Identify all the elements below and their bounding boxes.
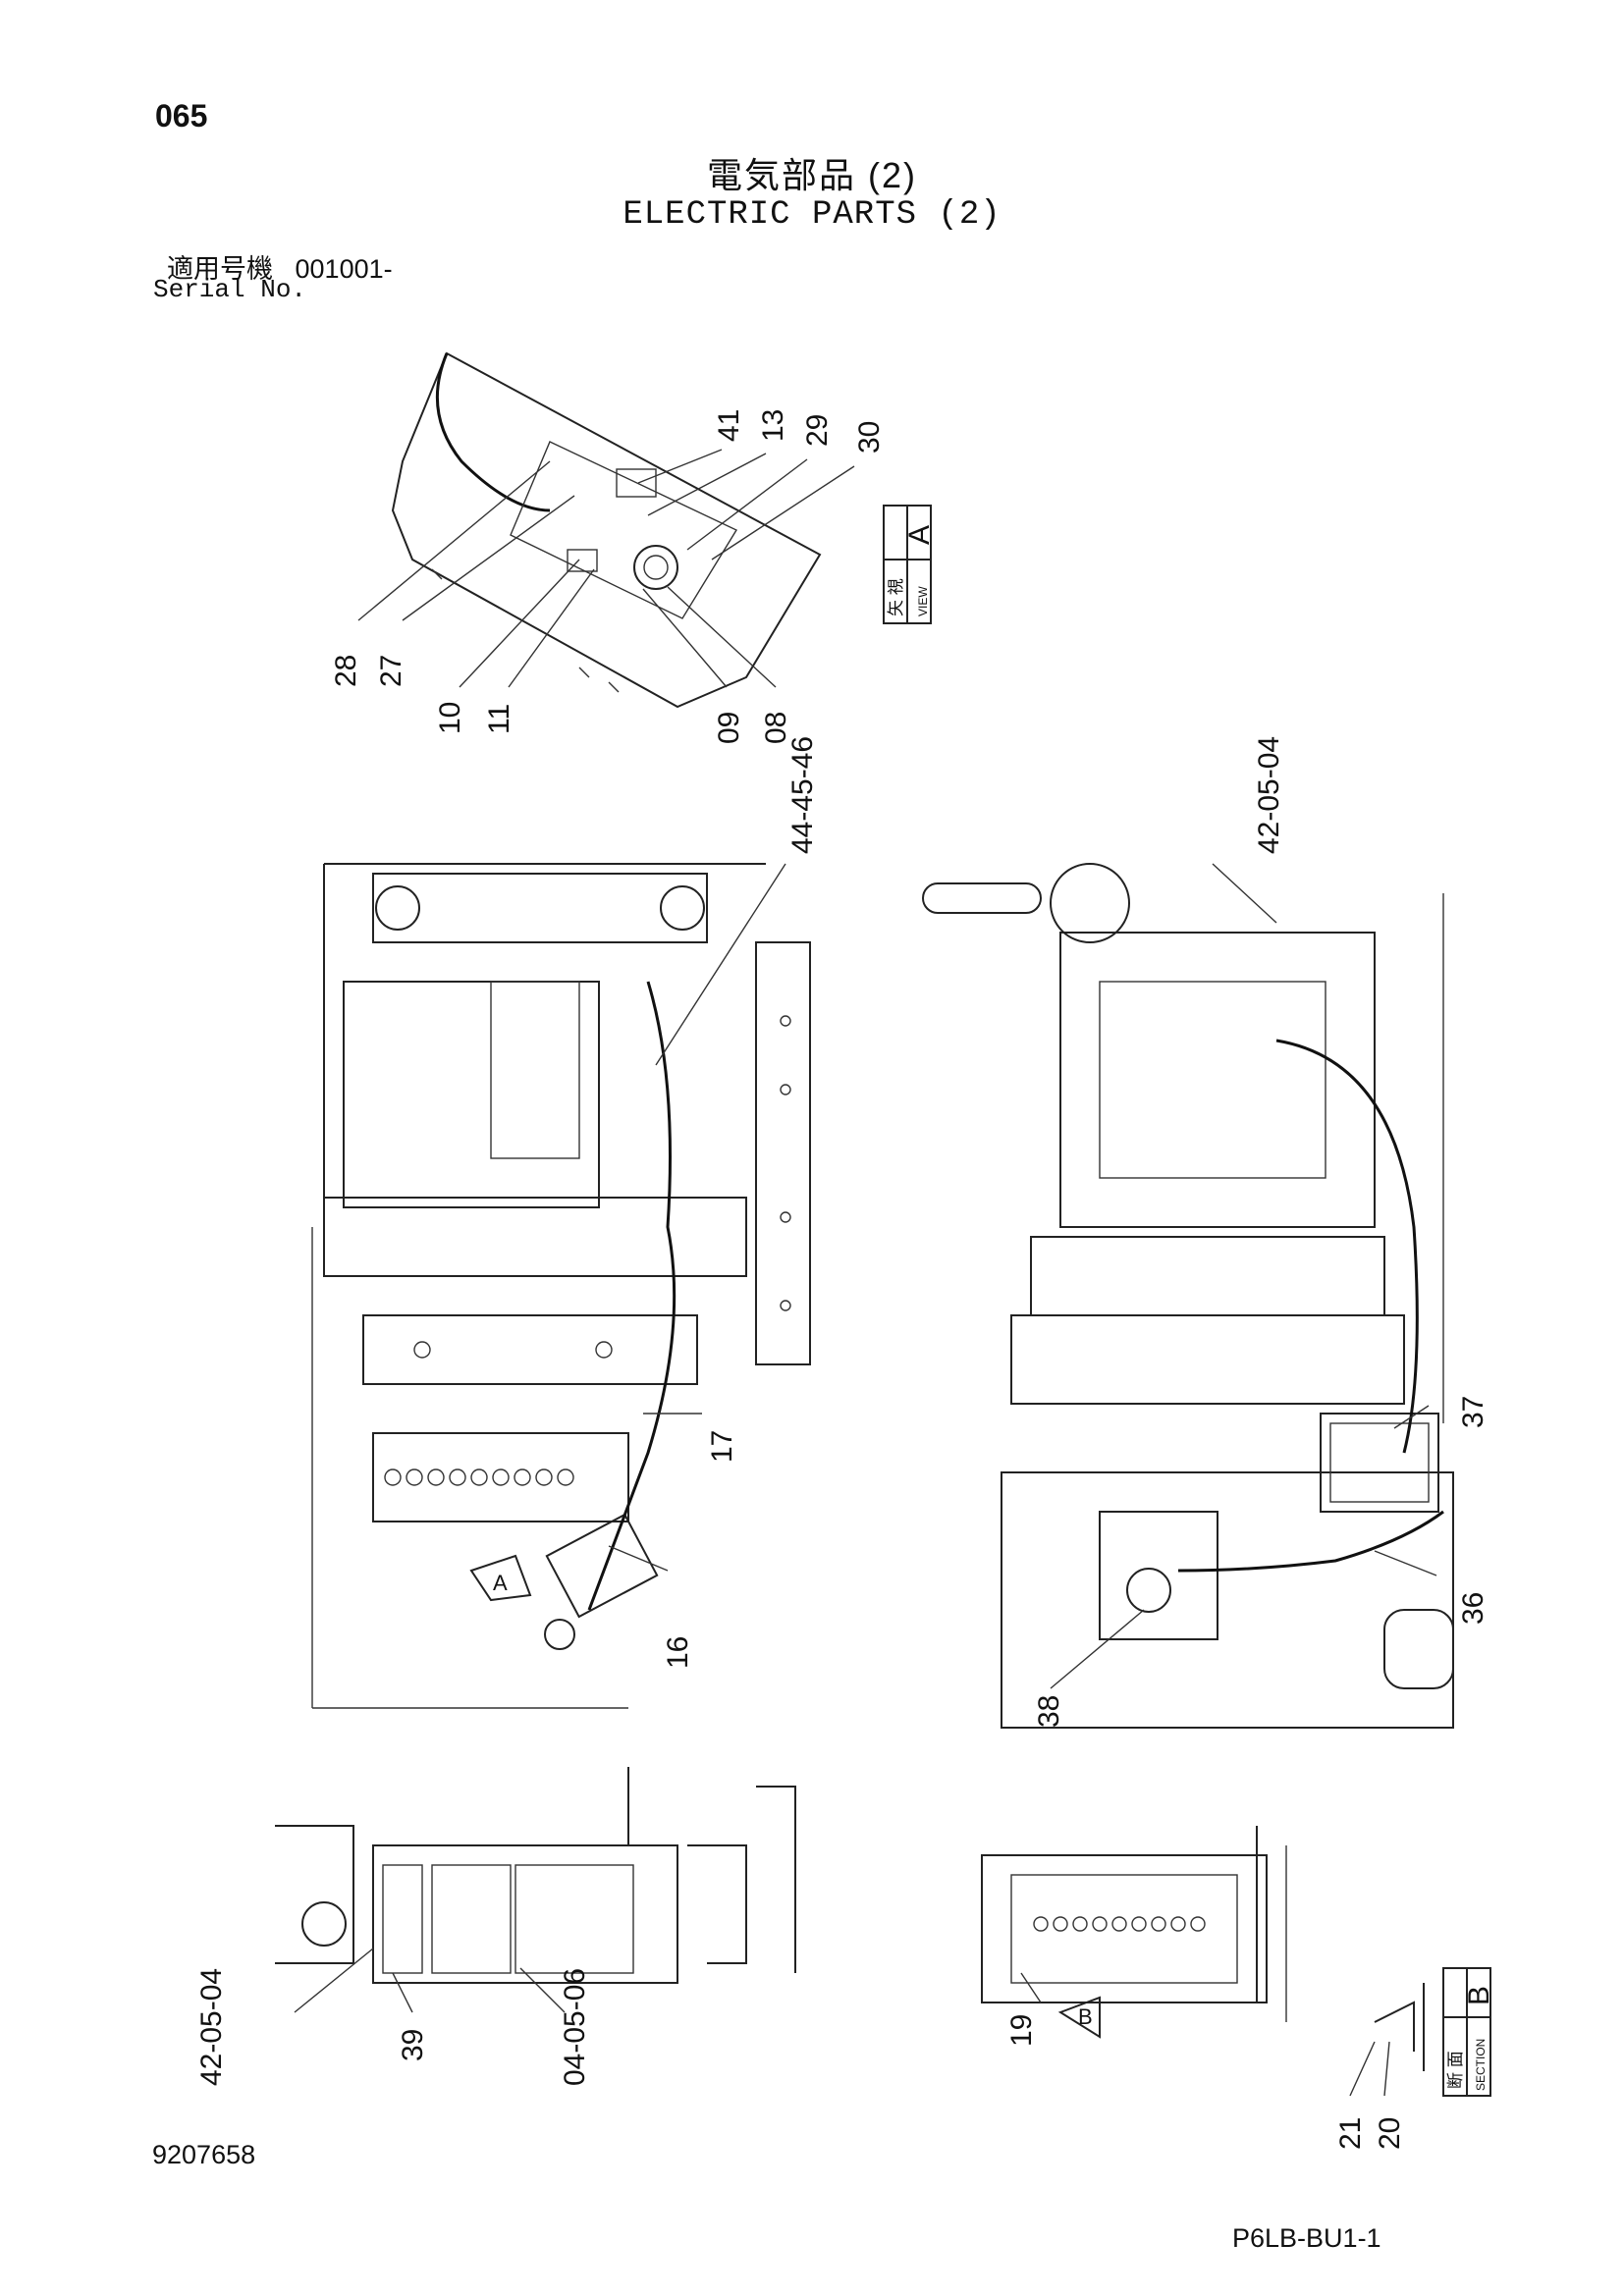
callout-39: 39 [397,2029,429,2061]
view-a-letter: A [903,525,936,545]
section-b-japanese: 断 面 [1446,2051,1465,2089]
callout-08: 08 [760,712,792,744]
view-a-label-box: A 矢 視 VIEW [883,505,936,624]
serial-number-value: 001001- [295,254,393,284]
engine-side-view-right [922,863,1454,1729]
section-b-letter: B [1463,1986,1495,2005]
callout-17: 17 [706,1430,738,1463]
callout-28: 28 [330,655,362,687]
callout-30: 30 [853,421,886,454]
serial-line: 適用号機 001001- [167,247,393,286]
section-arrow-a: A [469,1554,532,1602]
callout-10: 10 [434,702,466,734]
callout-29: 29 [801,414,834,447]
callout-13: 13 [757,409,789,442]
page-title-english: ELECTRIC PARTS (2) [623,196,1001,234]
view-a-japanese: 矢 視 [887,578,905,616]
callout-42-05-04-lower: 42-05-04 [195,1968,228,2086]
figure-code: P6LB-BU1-1 [1232,2223,1381,2253]
document-number: 9207658 [152,2140,256,2169]
callout-44-45-46: 44-45-46 [786,736,819,854]
view-a-drawing [357,351,855,709]
callout-20: 20 [1374,2117,1406,2150]
section-arrow-b: B [1057,1996,1101,2039]
callout-21: 21 [1334,2117,1367,2150]
arrow-b-letter: B [1078,2004,1093,2029]
callout-11: 11 [483,704,515,734]
callout-38: 38 [1033,1695,1065,1728]
page-number: 065 [155,98,208,133]
section-b-label-box: B 断 面 SECTION [1442,1967,1495,2097]
arrow-a-letter: A [493,1571,508,1595]
callout-41: 41 [713,409,745,442]
fuse-row [384,1468,574,1486]
serial-label-japanese: 適用号機 [167,254,273,284]
serial-label-english: Serial No. [153,275,307,304]
page-title-japanese: 電気部品 (2) [706,155,917,195]
section-b-english: SECTION [1474,2039,1488,2091]
battery-view [275,1767,796,2013]
callout-04-05-06: 04-05-06 [559,1968,591,2086]
callout-42-05-04-upper: 42-05-04 [1253,736,1285,854]
callout-36: 36 [1457,1592,1489,1625]
callout-27: 27 [375,655,407,687]
view-a-english: VIEW [916,586,930,616]
fuse-box-view [981,1826,1425,2097]
callout-19: 19 [1005,2014,1038,2047]
engine-plan-view-left [311,863,811,1709]
callout-16: 16 [662,1636,694,1669]
callout-09: 09 [713,712,745,744]
callout-37: 37 [1457,1396,1489,1428]
